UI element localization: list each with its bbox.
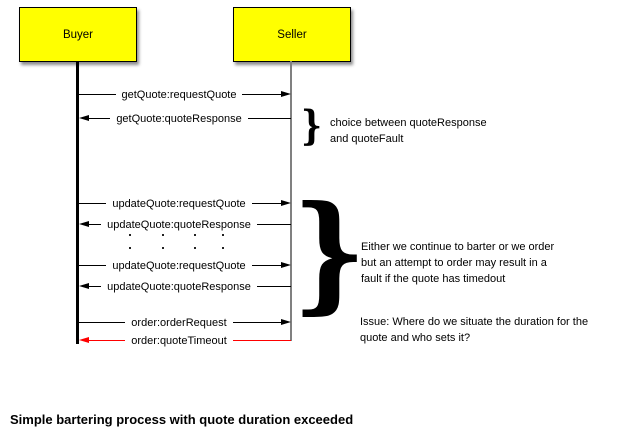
message-arrow-timeout: order:quoteTimeout xyxy=(79,334,291,347)
message-arrow: updateQuote:requestQuote xyxy=(79,197,291,210)
actor-box-buyer: Buyer xyxy=(19,7,137,62)
message-arrow: updateQuote:quoteResponse xyxy=(79,218,291,231)
arrowhead-left-icon xyxy=(79,115,89,121)
curly-brace-choice: } xyxy=(301,102,323,149)
message-arrow: updateQuote:requestQuote xyxy=(79,259,291,272)
arrowhead-left-icon xyxy=(79,283,89,289)
message-arrow: updateQuote:quoteResponse xyxy=(79,280,291,293)
message-label: updateQuote:quoteResponse xyxy=(101,218,257,231)
message-label: order:orderRequest xyxy=(125,316,233,329)
message-label: updateQuote:quoteResponse xyxy=(101,280,257,293)
note-line: but an attempt to order may result in a xyxy=(361,257,547,269)
message-label: getQuote:quoteResponse xyxy=(110,112,248,125)
note-line: fault if the quote has timedout xyxy=(361,273,506,285)
arrowhead-right-icon xyxy=(281,262,291,268)
arrowhead-left-icon xyxy=(79,221,89,227)
note-line: quote and who sets it? xyxy=(360,331,471,344)
note-line: and quoteFault xyxy=(330,132,404,145)
message-label: getQuote:requestQuote xyxy=(115,88,243,101)
message-label: updateQuote:requestQuote xyxy=(106,259,252,272)
buyer-lifeline xyxy=(76,61,79,344)
curly-brace-barter: } xyxy=(292,178,367,326)
repetition-ellipsis xyxy=(129,234,131,236)
seller-lifeline xyxy=(290,61,292,341)
message-arrow: getQuote:quoteResponse xyxy=(79,112,291,125)
actor-box-seller: Seller xyxy=(233,7,351,62)
note-line: Either we continue to barter or we order xyxy=(361,241,555,253)
actor-label-seller: Seller xyxy=(277,28,307,41)
message-label: order:quoteTimeout xyxy=(125,334,233,347)
note-choice: choice between quoteResponse and quoteFa… xyxy=(330,116,487,147)
arrowhead-right-icon xyxy=(281,319,291,325)
diagram-caption: Simple bartering process with quote dura… xyxy=(10,412,354,427)
repetition-ellipsis xyxy=(129,247,131,249)
message-arrow: getQuote:requestQuote xyxy=(79,88,291,101)
message-arrow: order:orderRequest xyxy=(79,316,291,329)
note-issue: Issue: Where do we situate the duration … xyxy=(360,315,588,346)
arrowhead-right-icon xyxy=(281,91,291,97)
actor-label-buyer: Buyer xyxy=(62,28,94,41)
note-barter: Either we continue to barter or we order… xyxy=(361,239,554,287)
arrowhead-right-icon xyxy=(281,200,291,206)
message-label: updateQuote:requestQuote xyxy=(106,197,252,210)
note-line: choice between quoteResponse xyxy=(330,117,487,129)
note-line: Issue: Where do we situate the duration … xyxy=(360,316,589,328)
arrowhead-left-icon xyxy=(79,337,89,343)
